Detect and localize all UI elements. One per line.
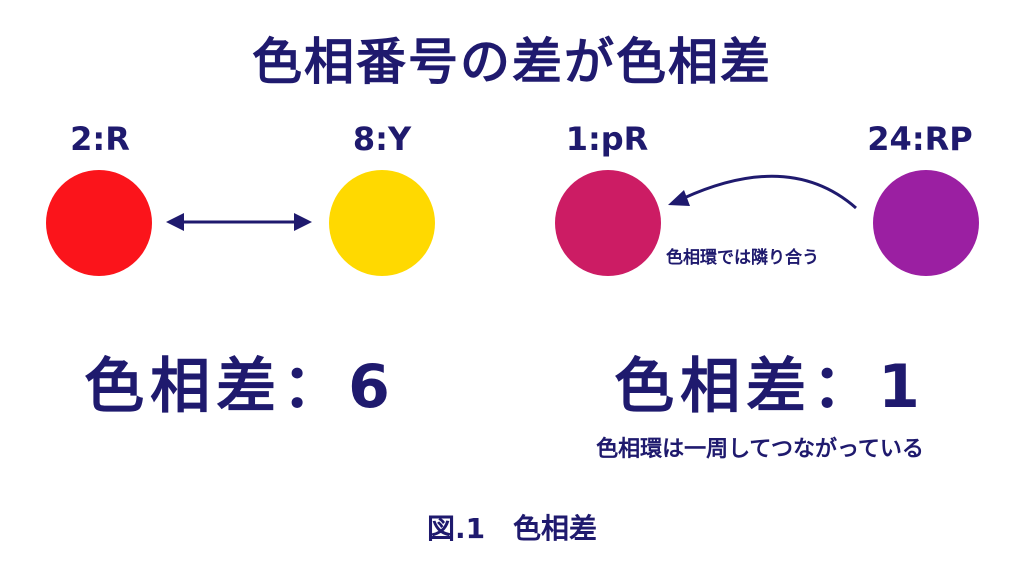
hue-label-2-r: 2:R	[70, 120, 130, 158]
hue-swatch-purple-red	[555, 170, 661, 276]
figure-caption: 図.1 色相差	[426, 512, 598, 545]
diagram-title: 色相番号の差が色相差	[252, 33, 772, 91]
hue-label-8-y: 8:Y	[352, 120, 412, 158]
hue-swatch-red	[46, 170, 152, 276]
hue-circle-note: 色相環は一周してつながっている	[596, 437, 924, 462]
hue-swatch-red-purple	[873, 170, 979, 276]
hue-difference-6: 色相差：6	[84, 352, 396, 422]
hue-swatch-yellow	[329, 170, 435, 276]
hue-label-1-pr: 1:pR	[565, 120, 649, 158]
curved-arrow	[668, 174, 857, 210]
hue-label-24-rp: 24:RP	[867, 120, 973, 158]
hue-difference-1: 色相差：1	[614, 352, 926, 422]
adjacent-note: 色相環では隣り合う	[666, 248, 819, 268]
double-arrow	[166, 213, 312, 231]
